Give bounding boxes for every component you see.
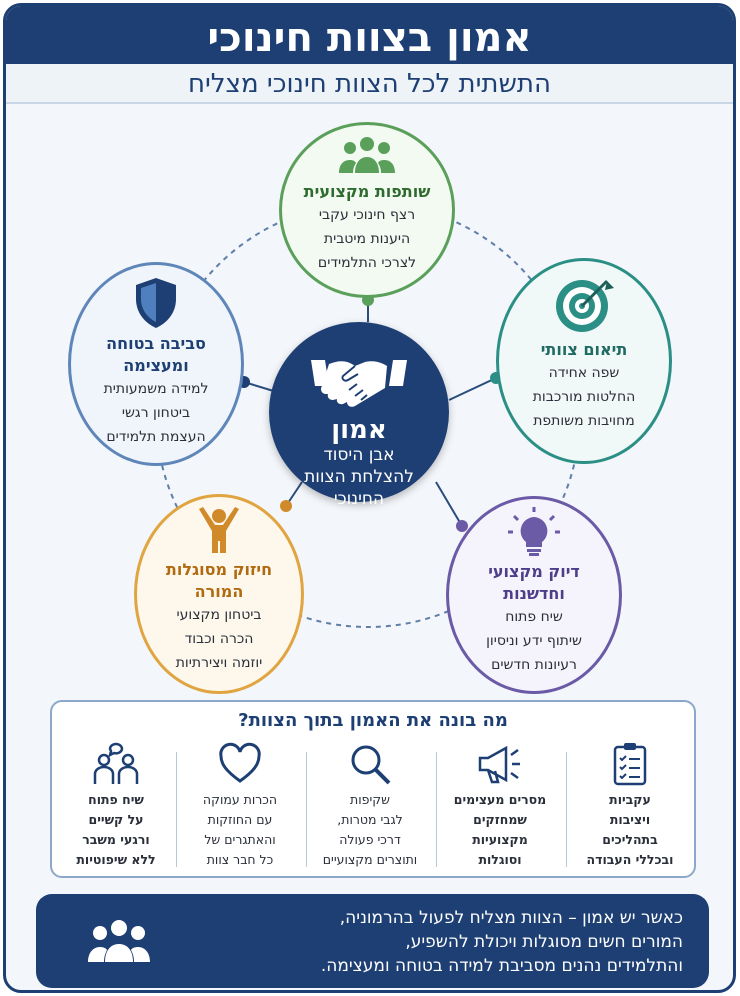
panel-title: מה בונה את האמון בתוך הצוות? — [238, 710, 508, 731]
pillar-line: יוזמה ויצירתיות — [175, 655, 263, 671]
header: אמון בצוות חינוכי התשתית לכל הצוות חינוכ… — [6, 6, 733, 104]
divider — [436, 752, 437, 867]
divider — [566, 752, 567, 867]
pillar-title: דיוק מקצועי — [488, 562, 580, 581]
builder-line: שקיפות — [350, 792, 390, 807]
megaphone-icon — [478, 745, 520, 784]
pillar-line: למידה משמעותית — [103, 381, 209, 397]
builder-line: על קשיים — [88, 812, 144, 827]
builder-line: עם החוזקות — [207, 812, 273, 827]
builder-line: מקצועיות — [472, 832, 528, 847]
two-people-talking-icon — [93, 742, 139, 784]
center-line: החינוכי — [333, 489, 385, 509]
people-group-icon — [339, 137, 395, 173]
builder-line: הכרות עמוקה — [202, 792, 278, 807]
pillar-line: ביטחון רגשי — [121, 405, 191, 421]
pillar-title: וחדשנות — [503, 584, 565, 603]
builder-transparency: שקיפות לגבי מטרות, דרכי פעולה ותוצרים מק… — [306, 742, 434, 872]
conclusion-line: והתלמידים נהנים מסביבת למידה בטוחה ומעצי… — [320, 956, 683, 976]
builder-line: שמחזקים — [473, 812, 527, 827]
pillar-title: תיאום צוותי — [540, 340, 628, 359]
pillar-line: לצרכי התלמידים — [317, 255, 417, 271]
pillar-title: שותפות מקצועית — [303, 182, 431, 201]
pillar-line: שפה אחידה — [548, 365, 620, 381]
builder-line: והאתגרים של — [204, 832, 276, 847]
page-title: אמון בצוות חינוכי — [207, 15, 532, 61]
pillar-line: היענות מיטבית — [323, 231, 411, 247]
builder-empowering-messages: מסרים מעצימים שמחזקים מקצועיות וסוגלות — [436, 742, 564, 872]
pillar-teacher-efficacy: חיזוק מסוגלות המורה ביטחון מקצועי הכרה ו… — [134, 494, 304, 694]
magnifier-icon — [351, 745, 391, 785]
pillar-line: רעיונות חדשים — [491, 657, 577, 673]
pillar-line: מחויבות משותפת — [533, 413, 635, 429]
target-icon — [556, 279, 614, 332]
center-trust-circle: אמון אבן היסוד להצלחת הצוות החינוכי — [269, 322, 449, 509]
pillar-line: העצמת תלמידים — [106, 429, 206, 445]
raised-arms-person-icon — [199, 507, 239, 553]
builder-line: בתהליכים — [602, 832, 658, 847]
page-subtitle: התשתית לכל הצוות חינוכי מצליח — [6, 64, 733, 104]
builder-line: ורגעי משבר — [82, 832, 150, 847]
builder-line: כל חבר צוות — [206, 852, 274, 867]
builder-consistency: עקביות ויציבות בתהליכים ובכללי העבודה — [566, 742, 694, 872]
builder-line: עקביות — [609, 792, 651, 807]
builder-line: לגבי מטרות, — [337, 812, 403, 827]
builder-line: מסרים מעצימים — [453, 792, 547, 807]
divider — [176, 752, 177, 867]
conclusion-banner: כאשר יש אמון – הצוות מצליח לפעול בהרמוני… — [36, 894, 709, 988]
people-group-icon — [88, 920, 150, 962]
lightbulb-icon — [508, 507, 560, 556]
infographic-frame: אמון בצוות חינוכי התשתית לכל הצוות חינוכ… — [3, 3, 736, 993]
pillar-safe-environment: סביבה בטוחה ומעצימה למידה משמעותית ביטחו… — [68, 262, 244, 466]
pillar-title: סביבה בטוחה — [106, 334, 206, 353]
handshake-icon — [311, 360, 407, 407]
pillar-team-coordination: תיאום צוותי שפה אחידה החלטות מורכבות מחו… — [496, 258, 672, 464]
heart-icon — [219, 742, 261, 783]
center-line: להצלחת הצוות — [304, 467, 414, 487]
builder-line: דרכי פעולה — [339, 832, 401, 847]
pillar-line: ביטחון מקצועי — [176, 607, 262, 623]
center-line: אבן היסוד — [323, 445, 395, 465]
builder-line: ובכללי העבודה — [586, 852, 674, 867]
conclusion-line: המורים חשים מסוגלות ויכולת להשפיע, — [405, 932, 683, 952]
builder-line: ללא שיפוטיות — [76, 852, 156, 867]
pillar-line: הכרה וכבוד — [184, 631, 254, 647]
builder-deep-acquaintance: הכרות עמוקה עם החוזקות והאתגרים של כל חב… — [176, 742, 304, 872]
pillar-line: רצף חינוכי עקבי — [318, 207, 416, 223]
builder-line: ויציבות — [609, 812, 651, 827]
builder-line: וסוגלות — [478, 852, 522, 867]
pillar-line: שיתוף ידע וניסיון — [486, 633, 582, 649]
conclusion-line: כאשר יש אמון – הצוות מצליח לפעול בהרמוני… — [339, 908, 683, 928]
divider — [306, 752, 307, 867]
pillar-title: ומעצימה — [123, 356, 189, 375]
builder-line: שיח פתוח — [88, 792, 144, 807]
pillar-professional-partnership: שותפות מקצועית רצף חינוכי עקבי היענות מי… — [279, 122, 455, 298]
pillar-title: חיזוק מסוגלות — [165, 560, 273, 579]
pillar-line: שיח פתוח — [505, 609, 563, 625]
trust-diagram: שותפות מקצועית רצף חינוכי עקבי היענות מי… — [6, 106, 733, 696]
builder-line: ותוצרים מקצועיים — [322, 852, 418, 867]
trust-builders-panel: מה בונה את האמון בתוך הצוות? עקביות ויצי… — [50, 700, 696, 878]
center-title: אמון — [331, 415, 387, 445]
builder-open-dialogue: שיח פתוח על קשיים ורגעי משבר ללא שיפוטיו… — [52, 742, 180, 872]
pillar-title: המורה — [194, 582, 244, 601]
pillar-professional-precision: דיוק מקצועי וחדשנות שיח פתוח שיתוף ידע ו… — [446, 496, 622, 694]
clipboard-checklist-icon — [613, 743, 647, 786]
pillar-line: החלטות מורכבות — [532, 389, 636, 405]
shield-icon — [136, 278, 176, 328]
